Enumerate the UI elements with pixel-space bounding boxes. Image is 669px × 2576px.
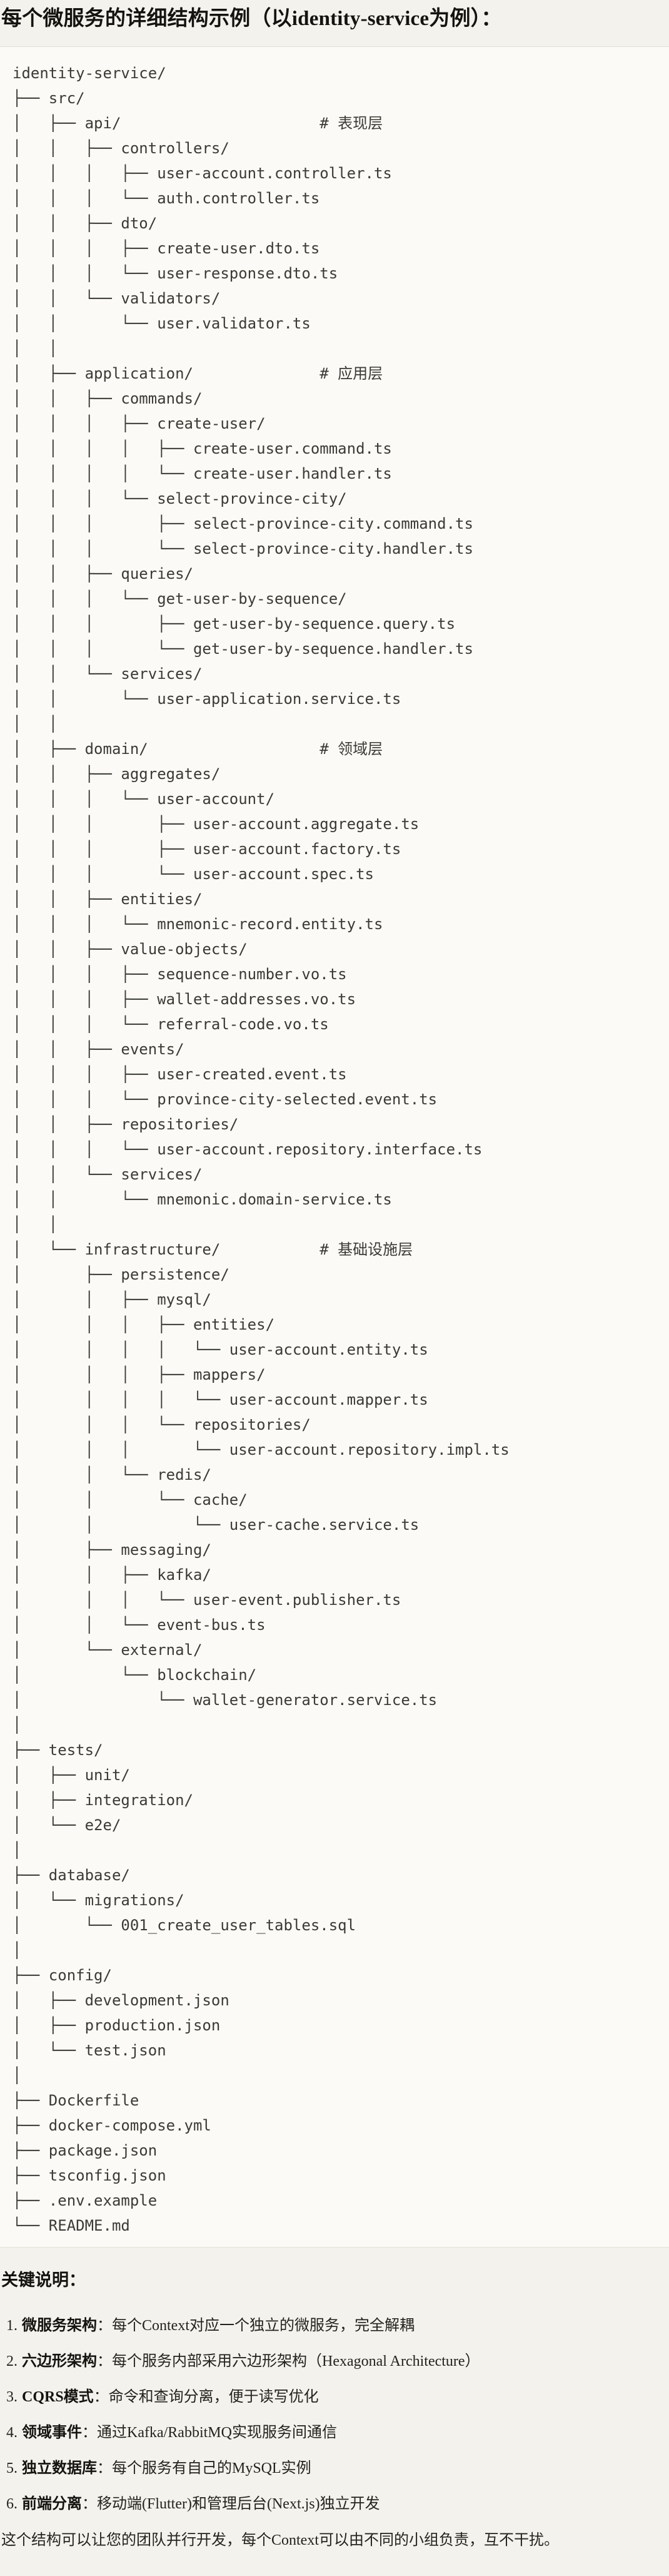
list-item: 2.六边形架构：每个服务内部采用六边形架构（Hexagonal Architec… [1, 2351, 659, 2372]
list-item: 3.CQRS模式：命令和查询分离，便于读写优化 [1, 2387, 659, 2408]
list-item-term: 领域事件 [22, 2425, 82, 2441]
list-item-text: ：每个服务内部采用六边形架构（Hexagonal Architecture） [97, 2353, 480, 2370]
closing-paragraph: 这个结构可以让您的团队并行开发，每个Context可以由不同的小组负责，互不干扰… [1, 2532, 559, 2548]
list-item-number: 2. [6, 2353, 18, 2370]
list-item-number: 1. [6, 2318, 18, 2334]
list-item-term: 六边形架构 [22, 2353, 97, 2370]
code-block: identity-service/ ├── src/ │ ├── api/ # … [0, 46, 669, 2248]
list-item: 4.领域事件：通过Kafka/RabbitMQ实现服务间通信 [1, 2423, 659, 2443]
page-title: 每个微服务的详细结构示例（以identity-service为例）： [1, 8, 502, 30]
list-item-term: CQRS模式 [22, 2389, 94, 2405]
list-item-term: 前端分离 [22, 2496, 82, 2512]
directory-tree: identity-service/ ├── src/ │ ├── api/ # … [13, 64, 510, 2234]
key-notes-section: 关键说明： 1.微服务架构：每个Context对应一个独立的微服务，完全解耦 2… [0, 2269, 669, 2551]
list-item-text: ：每个Context对应一个独立的微服务，完全解耦 [97, 2318, 415, 2334]
list-item-text: ：命令和查询分离，便于读写优化 [93, 2389, 319, 2405]
list-item-term: 微服务架构 [22, 2318, 97, 2334]
list-item: 5.独立数据库：每个服务有自己的MySQL实例 [1, 2458, 659, 2479]
list-item-number: 4. [6, 2425, 18, 2441]
list-item-text: ：通过Kafka/RabbitMQ实现服务间通信 [82, 2425, 337, 2441]
list-item-term: 独立数据库 [22, 2460, 97, 2477]
list-item-number: 5. [6, 2460, 18, 2477]
list-item-number: 6. [6, 2496, 18, 2512]
list-item-number: 3. [6, 2389, 18, 2405]
key-notes-heading: 关键说明： [1, 2271, 86, 2289]
list-item: 6.前端分离：移动端(Flutter)和管理后台(Next.js)独立开发 [1, 2494, 659, 2515]
list-item-text: ：移动端(Flutter)和管理后台(Next.js)独立开发 [82, 2496, 380, 2512]
key-notes-list: 1.微服务架构：每个Context对应一个独立的微服务，完全解耦 2.六边形架构… [1, 2316, 659, 2515]
list-item-text: ：每个服务有自己的MySQL实例 [97, 2460, 311, 2477]
list-item: 1.微服务架构：每个Context对应一个独立的微服务，完全解耦 [1, 2316, 659, 2336]
